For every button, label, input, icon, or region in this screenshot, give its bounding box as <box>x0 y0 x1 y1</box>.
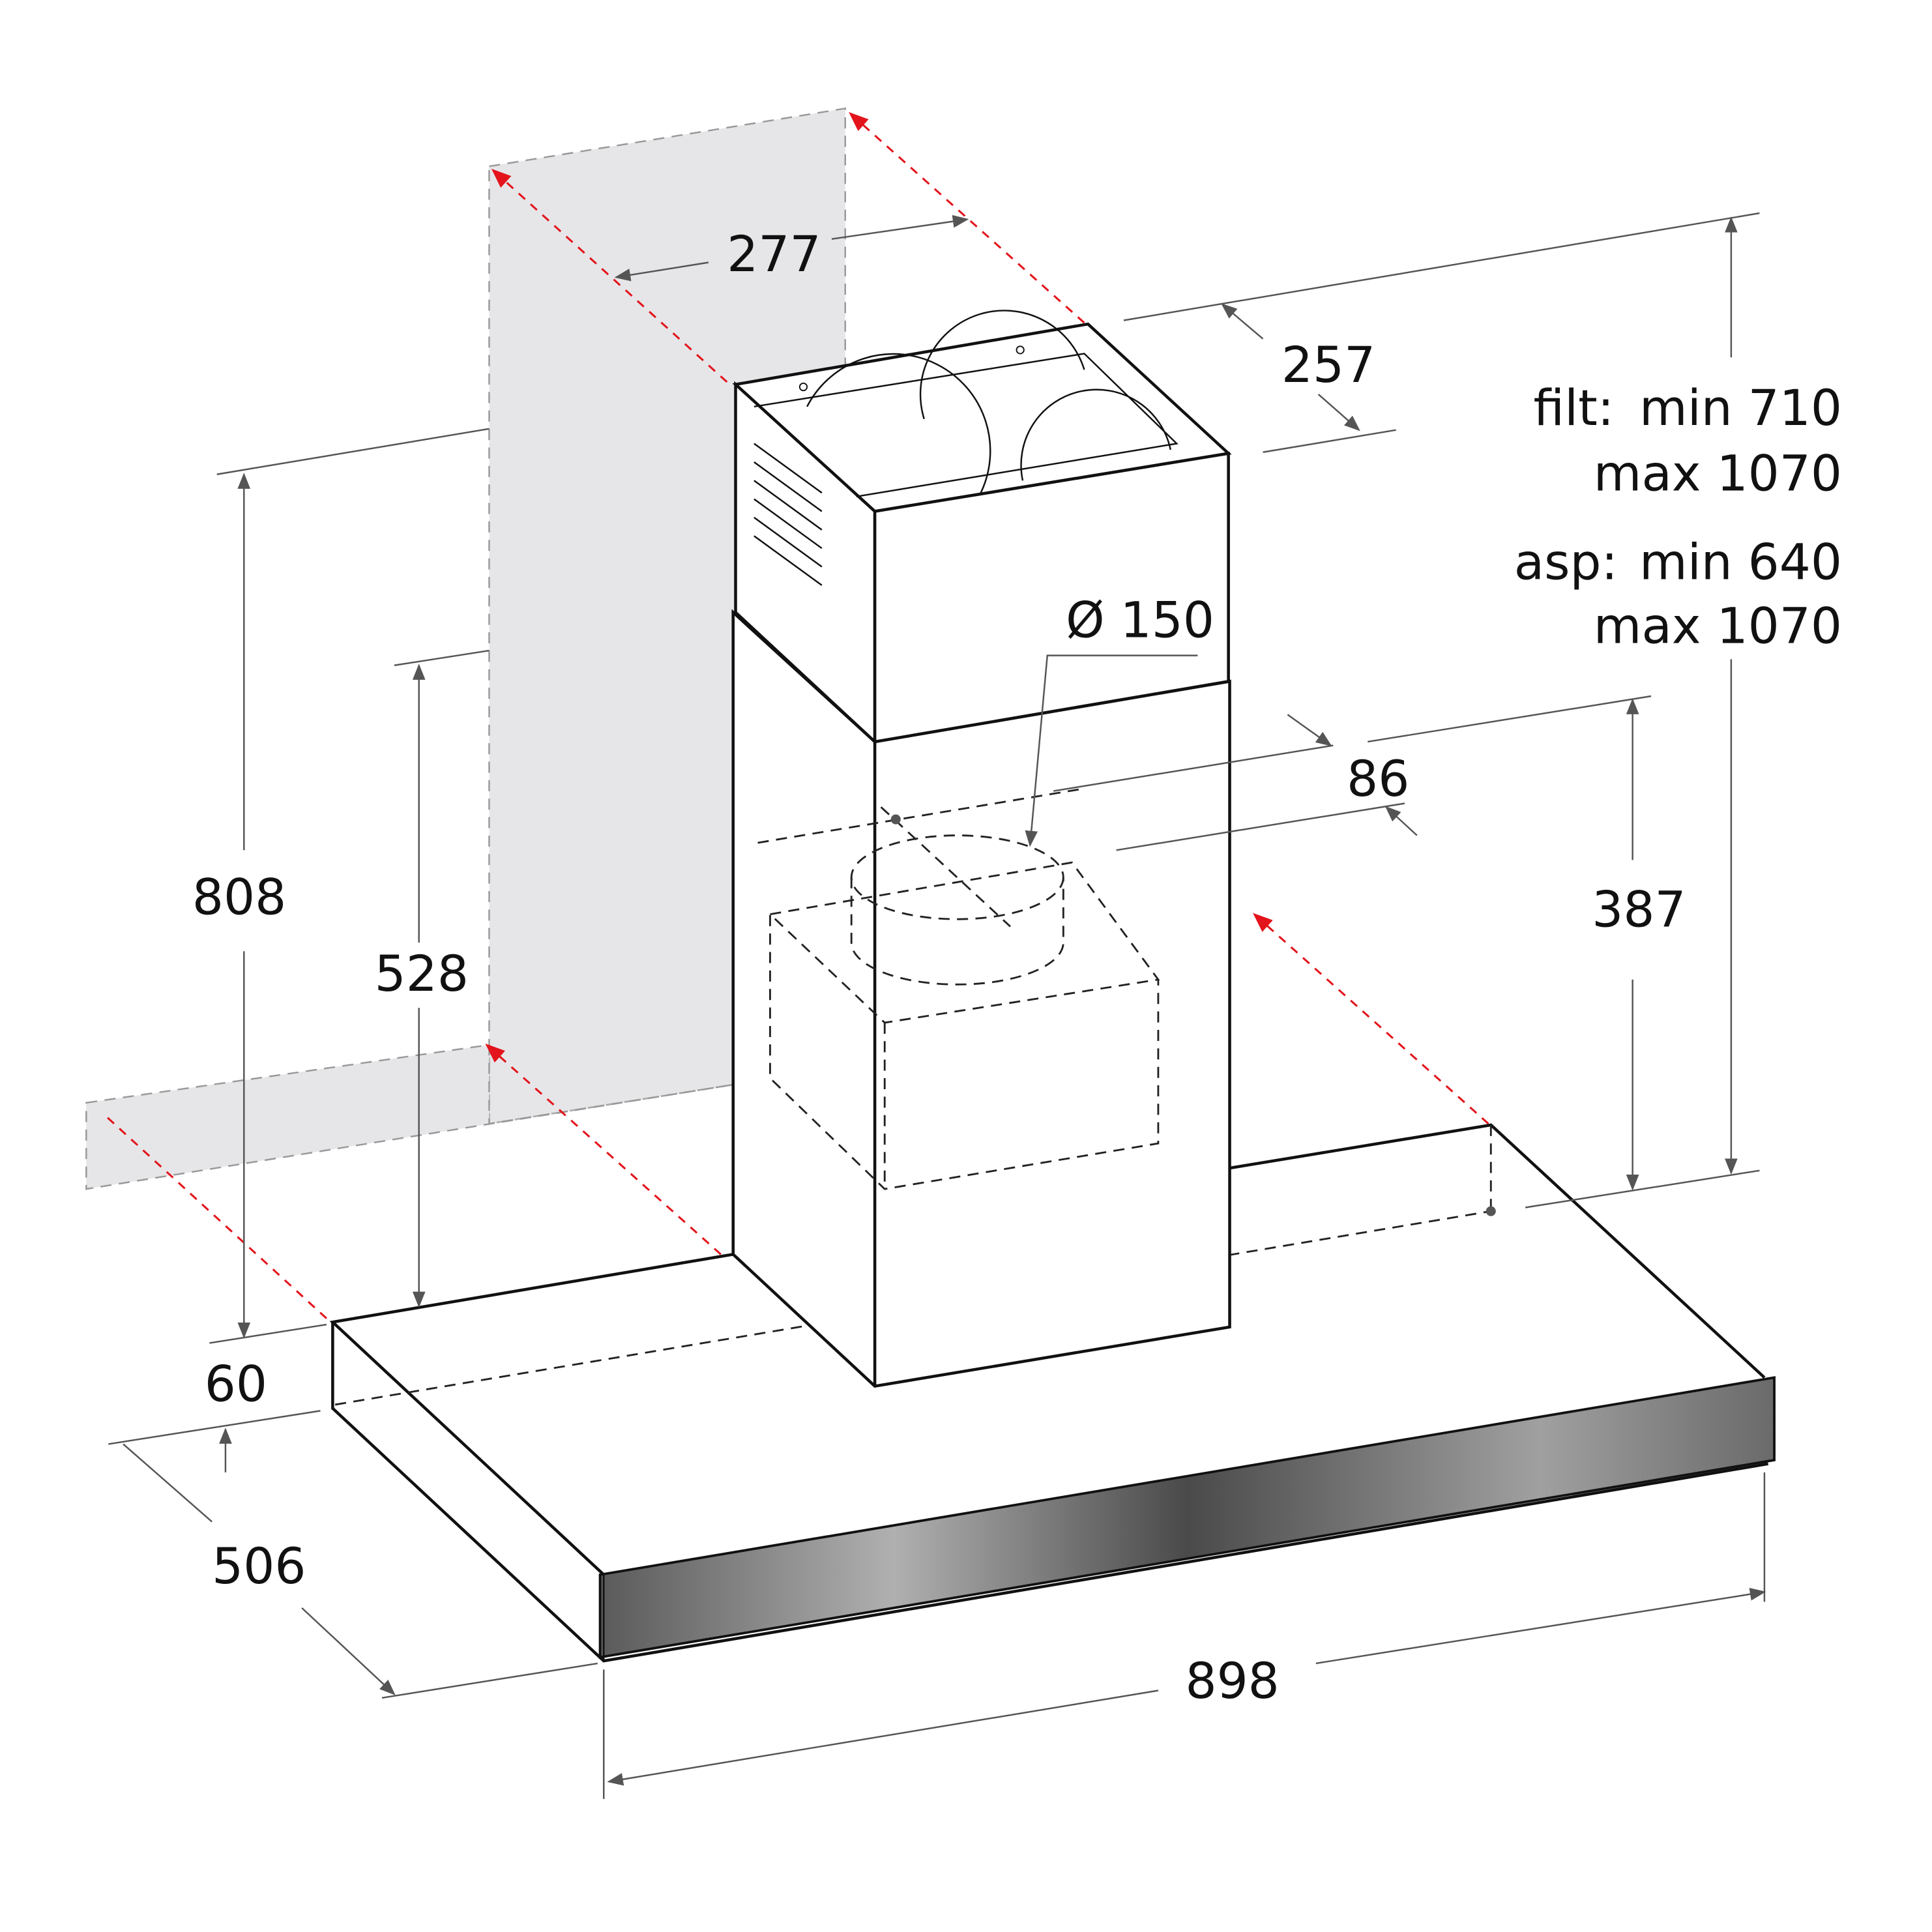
vent-grille <box>754 443 823 586</box>
chimney-upper <box>732 310 1232 746</box>
hood-body <box>329 1123 1776 1663</box>
chimney-lower-height-label: 528 <box>375 945 469 1003</box>
dimension-lines <box>108 212 1766 1799</box>
hood-thickness-label: 60 <box>205 1355 267 1412</box>
hood-depth-label: 506 <box>212 1538 306 1595</box>
filt-max-label: max 1070 <box>1594 445 1842 502</box>
filt-min-label: min 710 <box>1639 379 1842 437</box>
chimney-depth-label: 257 <box>1281 336 1375 394</box>
wall-height-label: 808 <box>192 869 286 926</box>
chimney-width-label: 277 <box>727 226 821 283</box>
hood-width-label: 898 <box>1185 1652 1279 1710</box>
outlet-height-label: 387 <box>1592 881 1686 939</box>
asp-max-label: max 1070 <box>1594 598 1842 655</box>
wall-outline <box>85 107 846 1190</box>
chimney-lower <box>731 609 1231 1388</box>
duct-diameter-label: Ø 150 <box>1066 591 1214 649</box>
asp-min-label: min 640 <box>1639 533 1842 591</box>
duct-offset-label: 86 <box>1347 750 1409 808</box>
asp-label: asp: <box>1514 533 1618 591</box>
red-guide-lines <box>104 111 1489 1319</box>
filt-label: filt: <box>1534 379 1615 437</box>
